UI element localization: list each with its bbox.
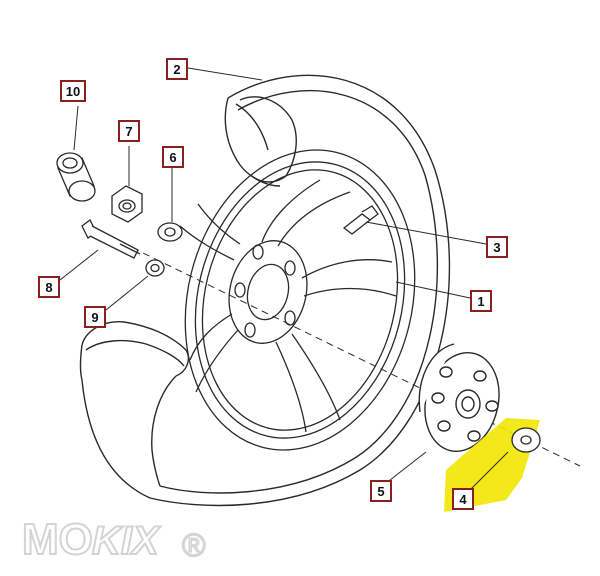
leader-lines	[59, 67, 509, 491]
callout-9: 9	[84, 306, 106, 328]
washer-small	[145, 259, 165, 277]
callout-6: 6	[162, 146, 184, 168]
registered-mark: ®	[182, 527, 206, 563]
nut	[111, 185, 143, 223]
callout-7: 7	[118, 120, 140, 142]
watermark-text-1: MO	[22, 515, 93, 564]
callout-1: 1	[470, 290, 492, 312]
callout-10: 10	[60, 80, 86, 102]
brand-watermark: MO KIX ®	[22, 514, 207, 565]
callout-4: 4	[452, 488, 474, 510]
callout-5: 5	[370, 480, 392, 502]
axle-bolt	[81, 219, 141, 259]
washer-large	[157, 222, 183, 242]
collar	[56, 152, 96, 202]
callout-2: 2	[166, 58, 188, 80]
callout-8: 8	[38, 276, 60, 298]
rim	[184, 149, 416, 451]
spacer	[511, 427, 541, 453]
watermark-text-2: KIX	[92, 519, 161, 563]
damper	[418, 343, 500, 452]
callout-3: 3	[486, 236, 508, 258]
valve	[342, 205, 379, 235]
